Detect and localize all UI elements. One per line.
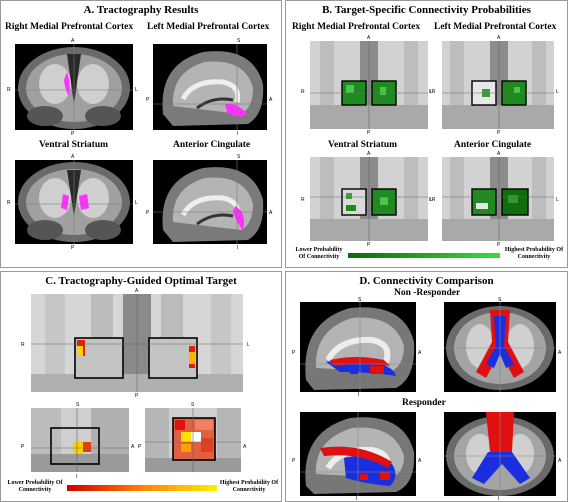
axis-a1-right: L: [135, 87, 138, 93]
connectivity-map-vs: [310, 157, 428, 241]
panel-c-legend-high: Highest Probability Of Connectivity: [219, 480, 279, 493]
optimal-target-coronal: [145, 408, 241, 472]
tract-lmpfc: [225, 103, 247, 117]
mri-coronal-rmpfc: [15, 44, 133, 130]
axis-b3-top: A: [367, 151, 371, 157]
axis-a4-bottom: I: [237, 245, 239, 251]
axis-d4-right: A: [558, 458, 562, 464]
axis-c1-top: A: [135, 288, 139, 294]
axis-a2-top: S: [237, 38, 241, 44]
axis-a4-left: P: [146, 210, 150, 216]
panel-a-label-acc: Anterior Cingulate: [173, 140, 251, 150]
mri-sagittal-acc: [153, 160, 267, 244]
mri-coronal-vs: [15, 160, 133, 244]
axis-c2-bottom: I: [76, 474, 78, 480]
panel-b-legend-high: Highest Probability Of Connectivity: [504, 247, 564, 260]
optimal-target-axial: [31, 294, 243, 392]
panel-a-title: A. Tractography Results: [83, 4, 199, 16]
axis-b3-bottom: P: [367, 242, 371, 248]
responder-coronal: [444, 412, 556, 496]
mri-sagittal-lmpfc: [153, 44, 267, 130]
axis-b2-top: A: [497, 35, 501, 41]
axis-c1-bottom: P: [135, 393, 139, 399]
panel-c-legend-bar: [67, 485, 217, 491]
axis-d3-right: A: [418, 458, 422, 464]
panel-a-label-vs: Ventral Striatum: [39, 140, 109, 150]
axis-b4-bottom: P: [497, 242, 501, 248]
panel-a: A. Tractography Results Right Medial Pre…: [0, 0, 282, 268]
axis-d1-right: A: [418, 350, 422, 356]
axis-a2-right: A: [269, 97, 273, 103]
axis-c3-right: A: [243, 444, 247, 450]
panel-c-title: C. Tractography-Guided Optimal Target: [45, 275, 237, 287]
axis-d3-left: P: [292, 458, 296, 464]
panel-d-label-nonresponder: Non -Responder: [394, 288, 461, 298]
panel-b-legend-low: Lower Probability Of Connectivity: [295, 247, 343, 260]
axis-b1-top: A: [367, 35, 371, 41]
axis-b4-right: L: [556, 197, 559, 203]
axis-c1-right: L: [247, 342, 250, 348]
axis-c3-left: P: [138, 444, 142, 450]
axis-d1-left: P: [292, 350, 296, 356]
axis-d2-right: A: [558, 350, 562, 356]
axis-a1-left: R: [7, 87, 11, 93]
panel-b-label-rmpfc: Right Medial Prefrontal Cortex: [292, 22, 421, 32]
connectivity-map-rmpfc: [310, 41, 428, 129]
axis-b3-left: R: [301, 197, 305, 203]
panel-b-label-lmpfc: Left Medial Prefrontal Cortex: [434, 22, 557, 32]
axis-c2-right: A: [131, 444, 135, 450]
panel-b-title: B. Target-Specific Connectivity Probabil…: [322, 4, 531, 16]
panel-a-label-rmpfc: Right Medial Prefrontal Cortex: [5, 22, 134, 32]
responder-cor-blue: [472, 452, 530, 484]
axis-d2-top: S: [498, 297, 502, 303]
panel-b-label-vs: Ventral Striatum: [328, 140, 398, 150]
panel-c-legend-low: Lower Probability Of Connectivity: [7, 480, 63, 493]
axis-c1-left: R: [21, 342, 25, 348]
panel-c: C. Tractography-Guided Optimal Target A …: [0, 271, 282, 502]
axis-b2-left: LR: [429, 89, 436, 95]
responder-sag-red: [320, 446, 392, 468]
axis-d4-bottom: I: [498, 496, 500, 502]
axis-a3-top: A: [71, 154, 75, 160]
axis-d3-bottom: I: [356, 496, 358, 502]
panel-a-label-lmpfc: Left Medial Prefrontal Cortex: [147, 22, 270, 32]
panel-b-legend-bar: [348, 253, 500, 258]
axis-d1-bottom: I: [358, 392, 360, 398]
axis-b3-right: L: [430, 197, 433, 203]
axis-a3-left: R: [7, 200, 11, 206]
axis-a4-right: A: [269, 210, 273, 216]
axis-a2-left: P: [146, 97, 150, 103]
axis-b2-right: L: [556, 89, 559, 95]
nonresponder-coronal: [444, 302, 556, 392]
panel-d-title: D. Connectivity Comparison: [359, 275, 494, 287]
axis-a1-top: A: [71, 38, 75, 44]
responder-sagittal: [300, 412, 416, 496]
axis-d1-top: S: [358, 297, 362, 303]
axis-c2-top: S: [76, 402, 80, 408]
tract-vs-left: [79, 194, 89, 210]
panel-b: B. Target-Specific Connectivity Probabil…: [285, 0, 568, 268]
panel-b-label-acc: Anterior Cingulate: [454, 140, 532, 150]
panel-d: D. Connectivity Comparison Non -Responde…: [285, 271, 568, 502]
axis-a1-bottom: P: [71, 131, 75, 137]
connectivity-map-lmpfc: [442, 41, 554, 129]
axis-a4-top: S: [237, 154, 241, 160]
axis-c3-top: S: [191, 402, 195, 408]
axis-a3-bottom: P: [71, 245, 75, 251]
nonresponder-sagittal: [300, 302, 416, 392]
axis-b2-bottom: P: [497, 130, 501, 136]
axis-b4-top: A: [497, 151, 501, 157]
axis-b4-left: LR: [429, 197, 436, 203]
axis-b1-bottom: P: [367, 130, 371, 136]
axis-a3-right: L: [135, 200, 138, 206]
tract-vs-right: [61, 194, 69, 210]
axis-a2-bottom: I: [237, 131, 239, 137]
axis-b1-right: L: [430, 89, 433, 95]
connectivity-map-acc: [442, 157, 554, 241]
panel-d-label-responder: Responder: [402, 398, 446, 408]
axis-b1-left: R: [301, 89, 305, 95]
axis-c2-left: P: [21, 444, 25, 450]
optimal-target-sagittal: [31, 408, 129, 472]
